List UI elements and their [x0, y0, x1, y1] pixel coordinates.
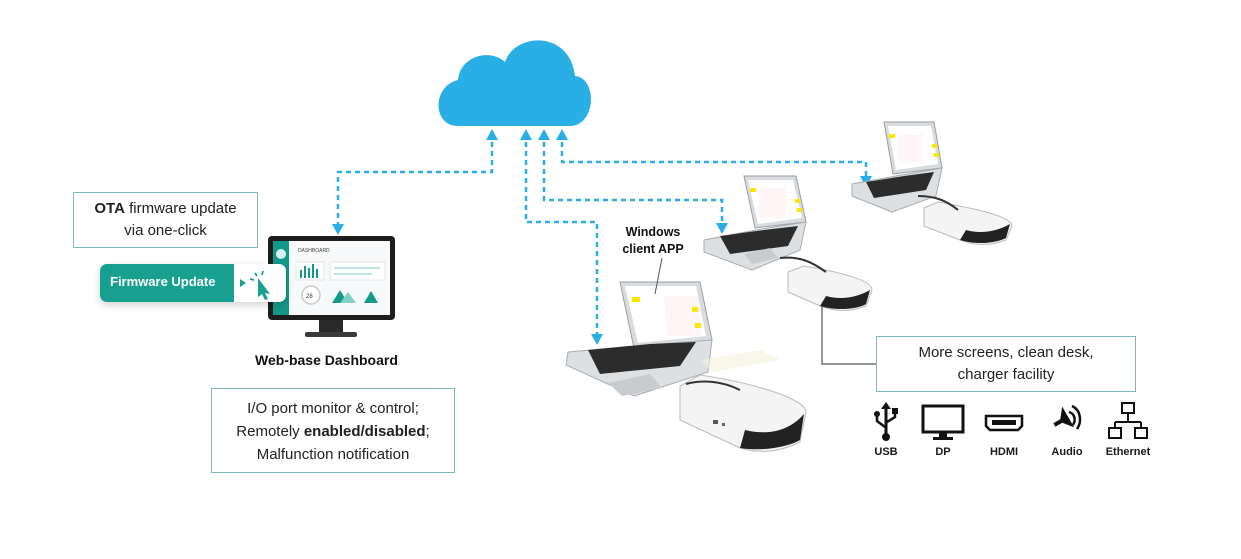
dock-front	[679, 374, 807, 452]
io-line1: I/O port monitor & control;	[247, 400, 419, 417]
port-label-hdmi: HDMI	[989, 446, 1019, 458]
firmware-update-label: Firmware Update	[110, 274, 216, 289]
io-line2-bold: enabled/disabled	[303, 423, 426, 440]
port-ethernet: Ethernet	[1098, 400, 1158, 458]
port-label-dp: DP	[935, 446, 951, 458]
cable-front	[685, 380, 741, 391]
arrow-down-dashboard	[332, 224, 344, 235]
usb-icon	[874, 402, 898, 441]
port-dp: DP	[913, 400, 973, 458]
connection-lines	[336, 133, 868, 334]
laptop-back	[851, 121, 943, 213]
io-line3: Malfunction notification	[256, 446, 410, 463]
windows-app-line2: client APP	[622, 242, 684, 256]
laptop-front	[565, 281, 780, 397]
arrow-down-laptop-2	[716, 223, 728, 234]
dashboard-screen-title: DASHBOARD	[298, 248, 330, 254]
io-line2-pre: Remotely	[236, 423, 304, 440]
dock-back	[923, 201, 1013, 245]
dashboard-link	[336, 133, 494, 224]
more-line1: More screens, clean desk,	[918, 344, 1094, 361]
arrow-up-laptop-2	[538, 129, 550, 140]
port-label-ethernet: Ethernet	[1105, 446, 1151, 458]
speaker-icon	[1053, 404, 1082, 430]
arrow-up-laptop-1	[520, 129, 532, 140]
ota-bold: OTA	[94, 200, 125, 217]
port-label-usb: USB	[874, 446, 898, 458]
arrow-down-laptop-1	[591, 334, 603, 345]
ethernet-icon	[1108, 402, 1148, 439]
cursor-click-icon	[240, 270, 270, 300]
port-audio: Audio	[1037, 400, 1097, 458]
windows-app-label: Windows client APP	[618, 224, 688, 258]
more-line2: charger facility	[957, 366, 1055, 383]
laptop-3-link	[560, 133, 868, 176]
dashboard-gauge-value: 28	[306, 294, 313, 300]
ota-info-box: OTA firmware update via one-click	[73, 192, 258, 248]
laptop-2-link	[542, 133, 724, 223]
hdmi-icon	[984, 414, 1024, 432]
port-hdmi: HDMI	[974, 400, 1034, 458]
cable-back	[917, 195, 959, 211]
laptop-middle	[703, 175, 807, 271]
arrow-up-dashboard	[486, 129, 498, 140]
port-label-audio: Audio	[1051, 446, 1083, 458]
io-info-box: I/O port monitor & control; Remotely ena…	[211, 388, 455, 473]
arrow-heads	[332, 129, 872, 345]
windows-app-line1: Windows	[625, 225, 681, 239]
firmware-update-button[interactable]: Firmware Update	[100, 264, 286, 302]
io-line2-post: ;	[425, 423, 430, 440]
windows-app-pointer	[654, 258, 663, 295]
ota-line1: firmware update	[124, 200, 237, 217]
cable-middle	[779, 256, 827, 273]
dashboard-label: Web-base Dashboard	[255, 352, 398, 368]
dashboard-monitor: DASHBOARD 28	[268, 236, 395, 337]
more-screens-box: More screens, clean desk, charger facili…	[876, 336, 1136, 392]
ota-line2: via one-click	[124, 222, 207, 239]
monitor-icon	[921, 404, 965, 440]
arrow-up-laptop-3	[556, 129, 568, 140]
laptop-1-link	[524, 133, 599, 334]
dock-middle	[787, 265, 873, 311]
cloud-icon	[438, 40, 591, 126]
port-usb: USB	[856, 400, 916, 458]
dock-to-box-line	[821, 306, 876, 365]
